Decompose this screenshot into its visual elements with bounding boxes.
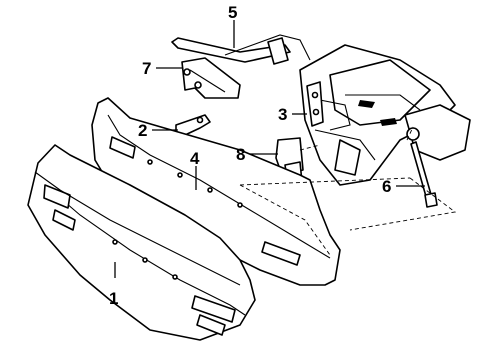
- frame-bracket: [306, 81, 324, 127]
- brace-rod: [406, 126, 438, 208]
- callout-1: 1: [109, 289, 118, 308]
- callout-2: 2: [138, 121, 147, 140]
- upper-support-bar: [171, 34, 311, 65]
- bumper-brace: [175, 114, 211, 136]
- callout-5: 5: [228, 3, 237, 22]
- front-frame-assembly: [299, 44, 471, 186]
- mounting-bracket-left: [181, 57, 241, 99]
- leader-lines: [114, 20, 425, 278]
- callout-6: 6: [382, 177, 391, 196]
- callout-3: 3: [278, 105, 287, 124]
- callout-4: 4: [190, 149, 200, 168]
- callout-7: 7: [142, 59, 151, 78]
- reference-lines: [239, 177, 457, 256]
- bumper-cover: [27, 144, 256, 341]
- callout-8: 8: [236, 145, 245, 164]
